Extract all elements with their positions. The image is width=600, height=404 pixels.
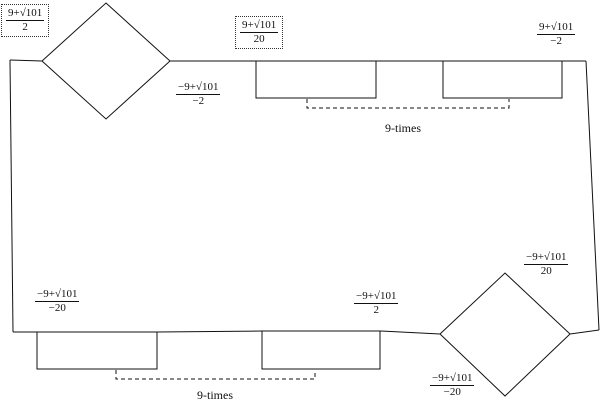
label-bottom-center: −9+√101 2 bbox=[354, 290, 399, 317]
label-top-left-mid: −9+√101 −2 bbox=[176, 81, 221, 108]
label-bottom-center-denominator: 2 bbox=[373, 304, 379, 316]
frame-right-edge bbox=[585, 60, 600, 331]
label-bottom-right-numerator: −9+√101 bbox=[430, 372, 475, 386]
label-bottom-right-denominator: −20 bbox=[443, 386, 461, 398]
label-top-right-denominator: −2 bbox=[550, 35, 562, 47]
label-bottom-left-numerator: −9+√101 bbox=[35, 288, 80, 302]
repeat-bracket-top bbox=[306, 99, 510, 109]
label-right-mid: −9+√101 20 bbox=[524, 251, 569, 278]
label-bottom-left-denominator: −20 bbox=[48, 302, 66, 314]
label-right-mid-numerator: −9+√101 bbox=[524, 251, 569, 265]
label-bottom-left: −9+√101 −20 bbox=[35, 288, 80, 315]
label-top-center-boxed-numerator: 9+√101 bbox=[240, 19, 279, 33]
label-top-left-mid-denominator: −2 bbox=[192, 95, 205, 107]
label-bottom-right: −9+√101 −20 bbox=[430, 372, 475, 399]
frame-left-edge bbox=[9, 59, 14, 333]
diamond-bottom-right bbox=[439, 272, 571, 397]
rect-bottom-2 bbox=[261, 330, 381, 370]
label-top-right: 9+√101 −2 bbox=[537, 21, 576, 48]
label-top-center-boxed: 9+√101 20 bbox=[235, 16, 284, 49]
repeat-caption-top: 9-times bbox=[385, 121, 421, 135]
label-top-left-boxed-numerator: 9+√101 bbox=[6, 7, 45, 21]
repeat-caption-bottom: 9-times bbox=[197, 388, 233, 402]
label-bottom-center-numerator: −9+√101 bbox=[354, 290, 399, 304]
rect-top-2 bbox=[442, 60, 563, 99]
rect-top-1 bbox=[255, 60, 377, 99]
label-top-right-numerator: 9+√101 bbox=[537, 21, 576, 35]
rect-bottom-1 bbox=[36, 331, 158, 370]
frame-bottom-edge bbox=[13, 330, 441, 335]
frame-top-edge-left bbox=[9, 59, 43, 62]
label-right-mid-denominator: 20 bbox=[540, 265, 552, 277]
frame-right-edge-bottom bbox=[569, 329, 600, 335]
label-top-left-boxed: 9+√101 2 bbox=[1, 4, 50, 37]
repeat-bracket-bottom bbox=[115, 370, 316, 380]
diamond-top-left bbox=[41, 2, 171, 120]
label-top-center-boxed-denominator: 20 bbox=[253, 33, 265, 45]
label-top-left-boxed-denominator: 2 bbox=[22, 21, 28, 33]
label-top-left-mid-numerator: −9+√101 bbox=[176, 81, 221, 95]
